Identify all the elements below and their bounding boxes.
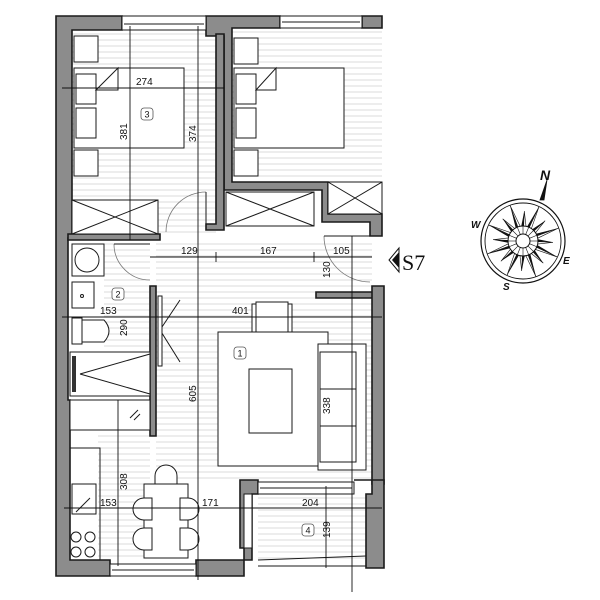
balcony <box>257 555 367 567</box>
windows <box>109 15 363 577</box>
compass-spoke <box>525 227 530 235</box>
stair-arrow <box>129 409 141 421</box>
coffee-table <box>248 368 293 434</box>
door-entrance <box>323 235 371 283</box>
dim-bath-width: 153 <box>100 306 117 317</box>
pillow2-1 <box>235 73 257 105</box>
dim-dining-width: 171 <box>202 498 219 509</box>
chair-left-2 <box>132 527 153 551</box>
bedroom3-furniture <box>71 35 185 235</box>
dim-hall-b: 167 <box>260 246 277 257</box>
stove-burner <box>70 546 82 558</box>
wall-bath-partition <box>149 285 157 437</box>
nightstand2-top <box>233 37 259 65</box>
room-number-2: 2 <box>116 290 121 300</box>
chair-right-2 <box>179 527 200 551</box>
room-number-1: 1 <box>238 349 243 359</box>
section-label: S7 <box>402 250 425 275</box>
dimension-lines <box>62 26 382 592</box>
dim-room3-length: 374 <box>188 125 199 142</box>
compass-south: S <box>503 282 510 293</box>
pillow-1 <box>75 73 97 105</box>
kitchen-counter <box>69 399 151 431</box>
dim-kitchen-width: 153 <box>100 498 117 509</box>
kitchen-sink <box>71 483 97 515</box>
compass-west: W <box>471 220 482 231</box>
wall-living-right <box>371 285 385 485</box>
stove-burner <box>70 531 82 543</box>
compass-spoke <box>527 245 534 252</box>
wall-top-right <box>361 15 383 29</box>
kitchen-fixtures <box>69 399 151 560</box>
compass-spoke <box>527 230 534 237</box>
compass-east: E <box>563 256 570 267</box>
nightstand-top <box>73 35 99 63</box>
compass-spoke <box>525 247 530 255</box>
door-bedroom3 <box>165 191 207 233</box>
dim-living-length: 605 <box>188 385 199 402</box>
window-balcony-side <box>243 493 253 549</box>
wall-bedroom3-right <box>205 33 225 231</box>
section-marker: S7 <box>388 246 425 275</box>
dim-sofa-length: 338 <box>322 397 333 414</box>
chair-right-1 <box>179 497 200 521</box>
dim-bed3-width: 274 <box>136 77 153 88</box>
dim-bath-length: 290 <box>119 319 130 336</box>
compass-spoke <box>512 245 519 252</box>
dining-set <box>132 464 200 559</box>
compass-spoke <box>509 234 517 239</box>
dim-bed3-depth: 381 <box>119 123 130 140</box>
door-bathroom <box>113 243 151 281</box>
dim-hall-a: 129 <box>181 246 198 257</box>
compass-spoke <box>509 243 517 248</box>
compass-spoke <box>516 227 521 235</box>
compass-north: N <box>540 167 551 183</box>
north-arrow-icon <box>539 179 548 201</box>
dim-hall-vert: 130 <box>322 261 333 278</box>
window-bedroom3 <box>121 15 207 31</box>
shower-drain-bar <box>72 356 76 392</box>
bathroom-fixtures <box>69 243 151 397</box>
dim-living-width: 401 <box>232 306 249 317</box>
dim-balcony-depth: 139 <box>322 521 333 538</box>
dim-kitchen-length: 308 <box>119 473 130 490</box>
doors <box>113 191 371 367</box>
nightstand-bottom <box>73 149 99 177</box>
chair-top <box>154 464 178 485</box>
toilet <box>81 319 110 343</box>
dimension-labels: 274 381 374 129 167 105 130 401 605 338 … <box>100 77 350 538</box>
stove-burner <box>84 531 96 543</box>
wall-balcony-right <box>354 479 385 569</box>
sliding-door <box>159 299 181 363</box>
chair-left-1 <box>132 497 153 521</box>
dim-hall-c: 105 <box>333 246 350 257</box>
dim-balcony-width: 204 <box>302 498 319 509</box>
compass-spoke <box>529 234 537 239</box>
room-number-3: 3 <box>145 110 150 120</box>
stove-burner <box>84 546 96 558</box>
toilet-tank <box>71 317 83 345</box>
living-furniture <box>217 301 367 471</box>
shower-area <box>69 351 151 397</box>
compass-spoke <box>512 230 519 237</box>
bedroom2-furniture <box>225 37 383 227</box>
room-labels: 3 2 1 4 <box>111 107 315 537</box>
pillow2-2 <box>235 107 257 139</box>
compass-spoke <box>516 247 521 255</box>
wall-bedroom3-bottom <box>67 233 161 241</box>
room-number-4: 4 <box>306 526 311 536</box>
compass-rose-icon <box>480 198 566 284</box>
pillow-2 <box>75 107 97 139</box>
nightstand2-bottom <box>233 149 259 177</box>
compass-spoke <box>529 243 537 248</box>
